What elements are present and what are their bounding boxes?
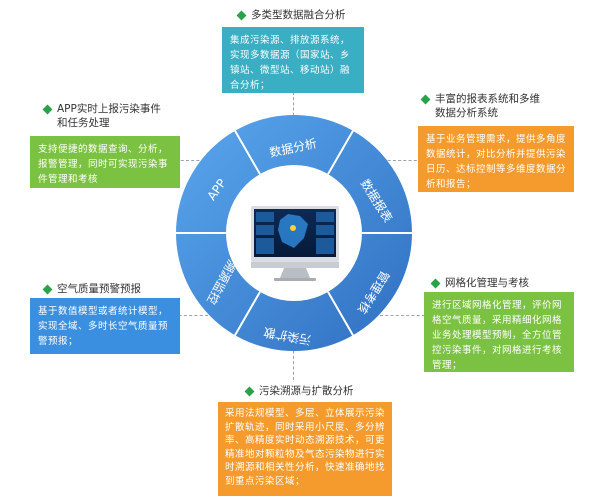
top-heading: 多类型数据融合分析	[236, 8, 346, 22]
upper-left-heading: APP实时上报污染事件 和任务处理	[42, 102, 161, 130]
upper-left-title-line1: APP实时上报污染事件	[57, 103, 161, 115]
bottom-text-box: 采用法规模型、多层、立体展示污染扩散轨迹，同时采用小尺度、多分辨率、高精度实时动…	[218, 402, 392, 496]
upper-right-text: 基于业务管理需求，提供多角度数据统计，对比分析并提供污染日历、达标控制等多维度数…	[426, 134, 567, 190]
diamond-icon	[236, 10, 247, 21]
upper-right-title-line1: 丰富的报表系统和多维	[435, 93, 540, 105]
ring-diagram: 数据分析 数据报表 管理考核 污染扩散 溯源监控 APP	[176, 115, 412, 351]
lower-right-text: 进行区域网格化管理，评价网格空气质量，采用精细化网格业务处理模型预制，全方位管控…	[432, 300, 563, 371]
connector-upper-right	[372, 160, 422, 161]
monitor-image	[251, 206, 339, 281]
ring-separator	[234, 130, 261, 175]
lower-left-title: 空气质量预警预报	[57, 283, 141, 295]
connector-lower-right	[380, 315, 425, 316]
upper-right-heading: 丰富的报表系统和多维 数据分析系统	[420, 92, 540, 120]
diamond-icon	[42, 104, 53, 115]
upper-left-title-line2: 和任务处理	[57, 117, 110, 129]
diamond-icon	[244, 386, 255, 397]
lower-left-text-box: 基于数值模型或者统计模型，实现全域、多时长空气质量预警预报；	[30, 298, 180, 354]
lower-right-title: 网格化管理与考核	[445, 277, 529, 289]
connector-lower-left	[168, 315, 208, 316]
bottom-heading: 污染溯源与扩散分析	[244, 384, 354, 398]
lower-right-heading: 网格化管理与考核	[430, 276, 529, 290]
upper-right-title-line2: 数据分析系统	[435, 107, 498, 119]
lower-left-heading: 空气质量预警预报	[42, 282, 141, 296]
lower-right-text-box: 进行区域网格化管理，评价网格空气质量，采用精细化网格业务处理模型预制，全方位管控…	[424, 292, 574, 372]
upper-left-text-box: 支持便捷的数据查询、分析，报警管理，同时可实现污染事件管理和考核	[30, 136, 180, 188]
diamond-icon	[42, 284, 53, 295]
top-text-box: 集成污染源、排放源系统，实现多数据源（国家站、乡镇站、微型站、移动站）融合分析；	[222, 27, 364, 93]
top-title: 多类型数据融合分析	[251, 9, 346, 21]
ring-separator	[327, 130, 354, 175]
connector-upper-left	[160, 160, 215, 161]
ring-separator	[234, 291, 261, 336]
upper-right-text-box: 基于业务管理需求，提供多角度数据统计，对比分析并提供污染日历、达标控制等多维度数…	[418, 126, 574, 192]
bottom-title: 污染溯源与扩散分析	[259, 385, 354, 397]
connector-bottom	[293, 340, 294, 380]
diamond-icon	[420, 94, 431, 105]
lower-left-text: 基于数值模型或者统计模型，实现全域、多时长空气质量预警预报；	[38, 306, 169, 347]
diamond-icon	[430, 278, 441, 289]
ring-separator	[327, 291, 354, 336]
upper-left-text: 支持便捷的数据查询、分析，报警管理，同时可实现污染事件管理和考核	[38, 144, 169, 185]
top-text: 集成污染源、排放源系统，实现多数据源（国家站、乡镇站、微型站、移动站）融合分析；	[230, 35, 351, 91]
bottom-text: 采用法规模型、多层、立体展示污染扩散轨迹，同时采用小尺度、多分辨率、高精度实时动…	[225, 408, 386, 487]
